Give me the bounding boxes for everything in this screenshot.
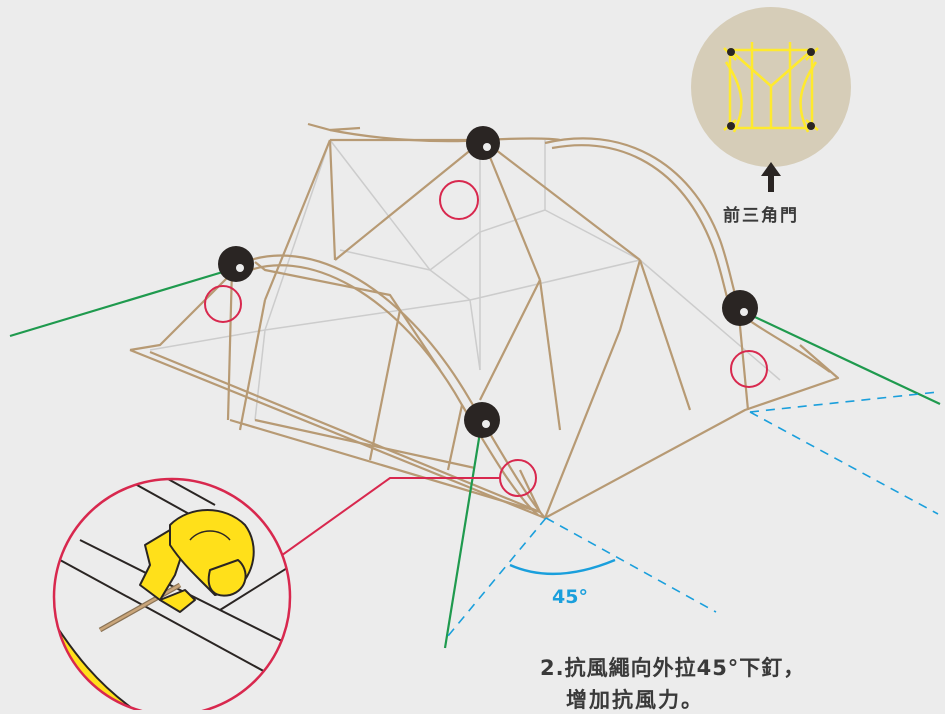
instruction-line-2: 增加抗風力。 — [566, 688, 704, 712]
anchor-point — [218, 246, 254, 282]
up-arrow-icon — [761, 162, 781, 192]
highlight-circle — [439, 180, 479, 220]
instruction-line-1: 2.抗風繩向外拉45°下釘， — [540, 656, 806, 680]
highlight-circles — [204, 180, 768, 497]
anchor-point — [722, 290, 758, 326]
anchor-point — [466, 126, 500, 160]
guy-rope-left — [9, 266, 237, 338]
guy-rope-front — [443, 419, 484, 649]
highlight-circle — [730, 350, 768, 388]
guy-ropes — [9, 266, 941, 649]
front-door-label: 前三角門 — [723, 206, 799, 226]
anchor-points — [218, 126, 758, 438]
door-layout-badge — [691, 7, 851, 167]
highlight-circle — [204, 285, 242, 323]
angle-label: 45° — [552, 586, 588, 608]
guy-rope-right — [739, 309, 941, 405]
angle-guide — [447, 391, 939, 637]
tent-inner-frame — [149, 139, 781, 421]
clip-detail-inset — [52, 477, 292, 710]
inset-leader — [249, 477, 500, 579]
anchor-point — [464, 402, 500, 438]
angle-arc — [509, 558, 616, 576]
tent-outline — [129, 122, 840, 520]
